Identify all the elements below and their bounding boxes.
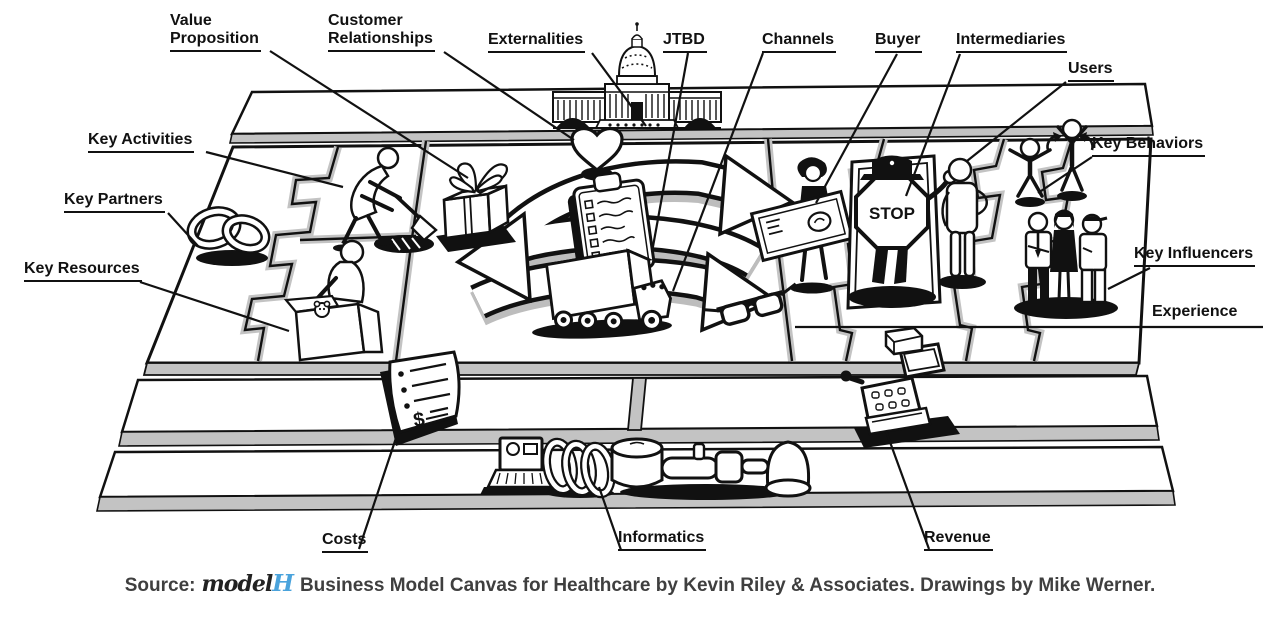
leader-costs [357, 437, 398, 550]
strip-divider [627, 377, 647, 431]
costs-revenue-strip [118, 374, 1160, 447]
leader-informatics [597, 486, 623, 551]
label-revenue: Revenue [924, 529, 993, 551]
leader-channels [671, 52, 765, 292]
leader-key-influencers [1107, 267, 1151, 290]
label-buyer: Buyer [875, 31, 923, 53]
laptop-icon [480, 436, 562, 495]
leader-revenue [884, 430, 931, 550]
truck-icon [532, 248, 672, 339]
label-key-partners: Key Partners [64, 191, 165, 213]
receipt-icon: $ [380, 350, 461, 446]
chain-icon [186, 206, 271, 266]
label-customer-relationships: Customer Relationships [328, 12, 435, 52]
label-key-behaviors: Key Behaviors [1092, 135, 1206, 157]
caption-source-prefix: Source: [124, 575, 196, 596]
stop-sign-person-icon: STOP [846, 154, 963, 310]
glasses-icon [703, 282, 797, 326]
buyer-woman-icon [749, 157, 855, 294]
modelh-logo-h: H [272, 570, 294, 597]
label-channels: Channels [762, 31, 837, 53]
label-key-resources: Key Resources [24, 260, 142, 282]
user-person-icon [938, 157, 988, 289]
label-value-proposition: Value Proposition [170, 12, 261, 52]
label-key-influencers: Key Influencers [1134, 245, 1256, 267]
leader-key-activities [205, 150, 344, 189]
label-key-activities: Key Activities [88, 131, 195, 153]
receipt-dollar-text: $ [412, 408, 426, 431]
stop-sign-text: STOP [869, 204, 915, 223]
plug-icon [610, 437, 812, 500]
label-jtbd: JTBD [663, 31, 707, 53]
leader-jtbd [650, 52, 690, 253]
exercising-figures-icon [1008, 118, 1094, 207]
digging-person-icon [333, 146, 438, 253]
leader-buyer [815, 53, 898, 204]
leader-intermediaries [904, 53, 962, 197]
packing-person-icon [283, 239, 384, 362]
leader-lines [139, 50, 1263, 551]
leader-key-behaviors [1037, 156, 1093, 194]
influencer-group-icon [1014, 209, 1118, 319]
label-intermediaries: Intermediaries [956, 31, 1068, 53]
leader-users [966, 81, 1067, 162]
gift-icon [436, 162, 516, 252]
caption-text: Business Model Canvas for Healthcare by … [299, 575, 1156, 596]
leader-key-resources [139, 280, 290, 333]
label-informatics: Informatics [618, 529, 707, 551]
leader-externalities [591, 52, 647, 127]
leader-key-partners [167, 212, 199, 247]
dollar-bill-icon [749, 189, 855, 263]
modelh-logo: model [201, 571, 274, 597]
capitol-icon [552, 22, 722, 129]
label-costs: Costs [322, 531, 369, 553]
label-externalities: Externalities [488, 31, 586, 53]
leader-value-proposition [269, 50, 469, 179]
label-experience: Experience [1152, 303, 1238, 320]
leader-customer-relationships [443, 51, 575, 141]
label-users: Users [1068, 60, 1115, 82]
